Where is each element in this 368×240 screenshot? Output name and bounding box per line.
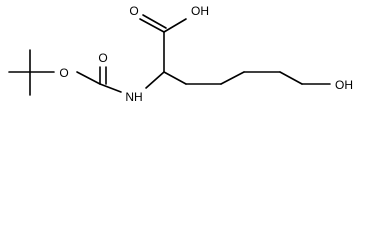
bond-nh-to-alpha-carbon — [145, 71, 165, 89]
tert-butyl-group — [8, 49, 55, 96]
amino-acid-core — [139, 14, 187, 89]
acid-hydroxyl-label: OH — [191, 4, 209, 18]
bond-chain-5 — [279, 71, 303, 85]
carbamate-group — [76, 66, 122, 93]
bond-acid-double-2 — [142, 14, 167, 29]
carbamate-oxygen-label: O — [98, 51, 107, 65]
bond-chain-3 — [220, 71, 245, 85]
side-chain — [163, 71, 331, 85]
structure-diagram: O OH O O NH OH — [8, 4, 353, 104]
bond-ester-o-to-carbonyl — [76, 71, 101, 85]
bond-carbonyl-to-nh — [99, 83, 122, 93]
amine-label: NH — [125, 90, 142, 104]
carbonyl-oxygen-label: O — [129, 4, 138, 18]
bond-acid-double-1 — [139, 18, 165, 33]
bond-chain-1 — [163, 71, 187, 85]
ester-oxygen-label: O — [59, 66, 68, 80]
bond-acid-to-oh — [163, 18, 187, 33]
terminal-hydroxyl-label: OH — [335, 78, 353, 92]
